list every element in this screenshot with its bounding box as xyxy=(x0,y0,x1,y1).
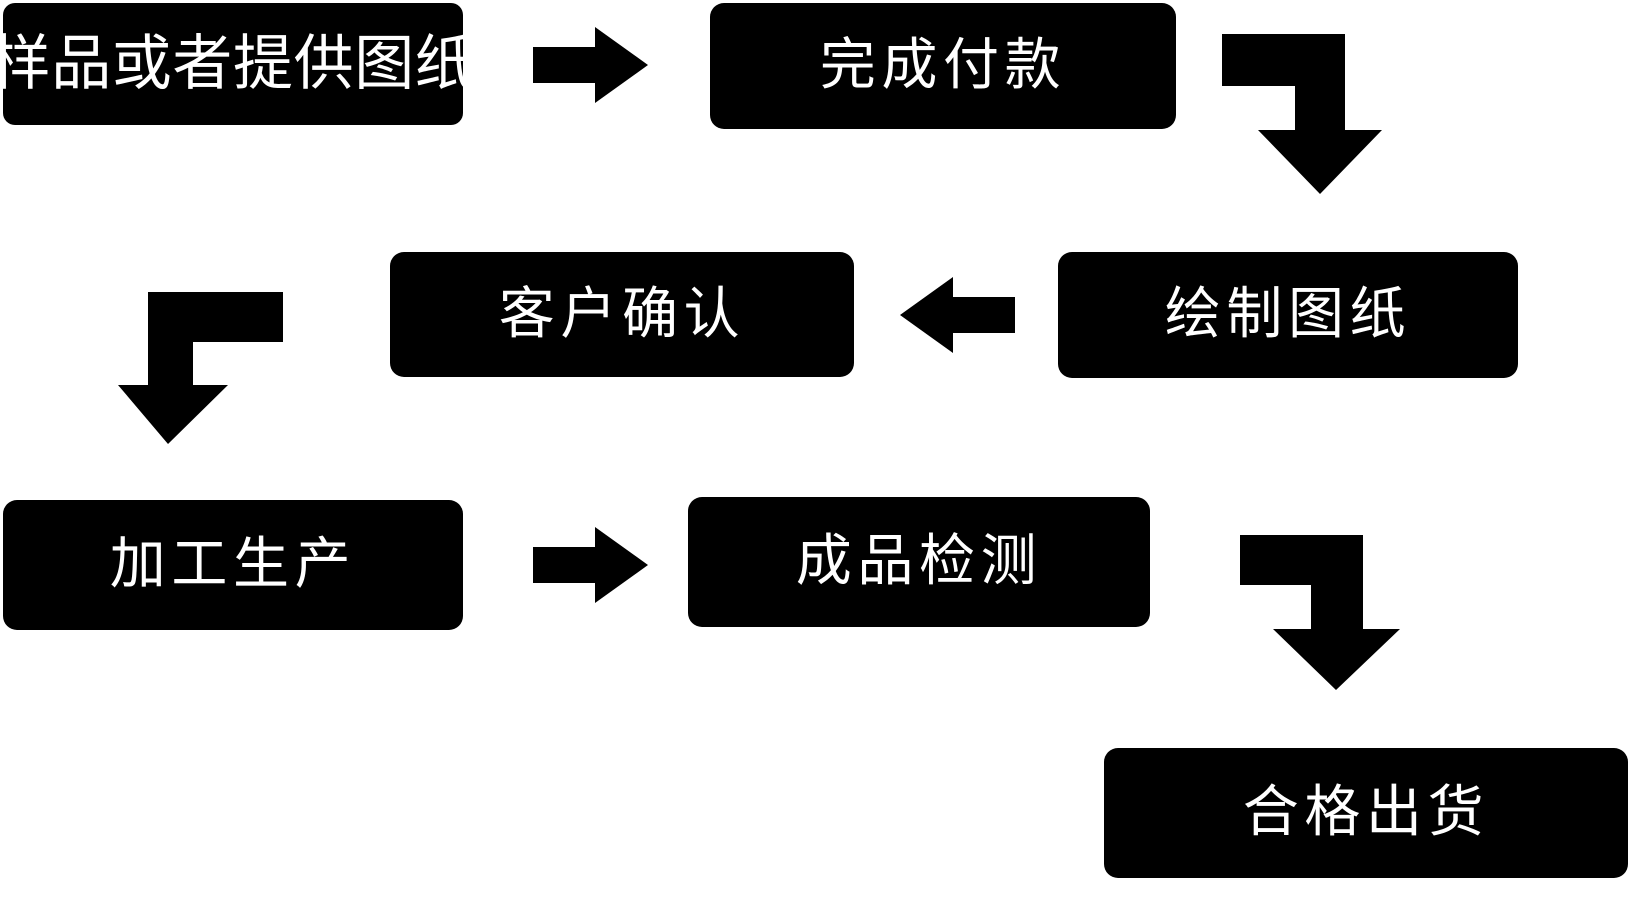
flow-node-payment[interactable]: 完成付款 xyxy=(710,3,1176,129)
flow-node-production[interactable]: 加工生产 xyxy=(3,500,463,630)
arrow-elbow-down-right-icon xyxy=(1240,535,1400,690)
flow-node-confirm-label: 客户确认 xyxy=(498,281,746,347)
flow-node-inspection-label: 成品检测 xyxy=(795,529,1043,595)
flow-node-drawing[interactable]: 绘制图纸 xyxy=(1058,252,1518,378)
arrow-right-icon xyxy=(533,527,648,603)
arrow-elbow-down-left-icon xyxy=(118,292,283,444)
flow-node-sample-label: 样品或者提供图纸 xyxy=(0,29,476,99)
arrow-right-icon xyxy=(533,27,648,103)
flow-node-shipment[interactable]: 合格出货 xyxy=(1104,748,1628,878)
flow-node-shipment-label: 合格出货 xyxy=(1242,780,1490,846)
arrow-elbow-down-right-icon xyxy=(1222,34,1382,194)
flow-node-confirm[interactable]: 客户确认 xyxy=(390,252,854,377)
arrow-left-icon xyxy=(900,277,1015,353)
flow-node-drawing-label: 绘制图纸 xyxy=(1164,282,1412,348)
flow-node-payment-label: 完成付款 xyxy=(819,33,1067,99)
flow-node-inspection[interactable]: 成品检测 xyxy=(688,497,1150,627)
flow-node-sample[interactable]: 样品或者提供图纸 xyxy=(0,3,475,125)
flow-node-production-label: 加工生产 xyxy=(109,532,357,598)
